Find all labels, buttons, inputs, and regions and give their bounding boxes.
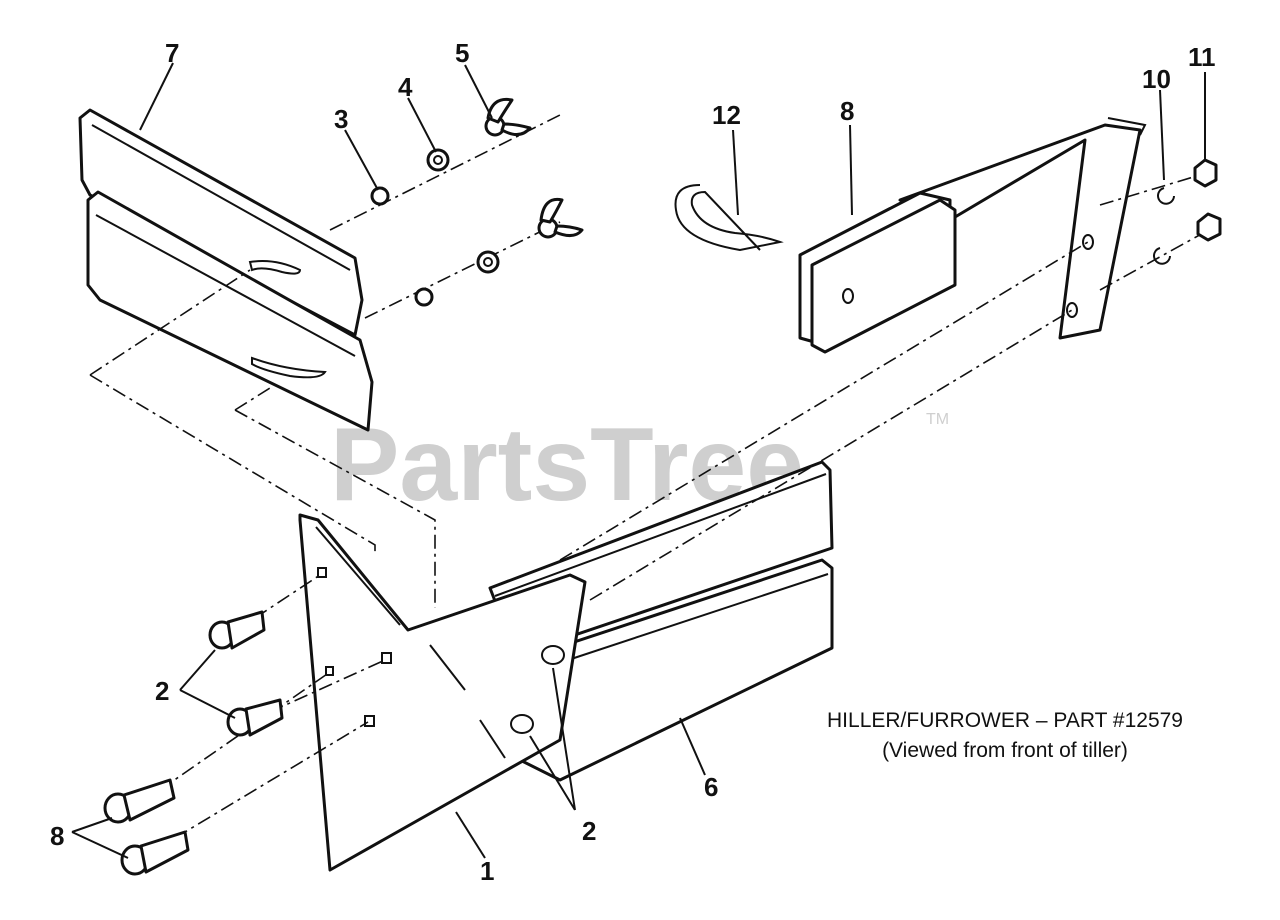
callout-5: 5 xyxy=(455,38,469,68)
callout-4: 4 xyxy=(398,72,413,102)
hardware-nuts-washers-wingnuts xyxy=(329,97,584,319)
leader-lines xyxy=(71,62,1206,859)
callout-1: 1 xyxy=(480,856,494,886)
callout-12: 12 xyxy=(712,100,741,130)
callout-9: 8 xyxy=(50,821,64,851)
callout-6: 6 xyxy=(704,772,718,802)
diagram-title: HILLER/FURROWER – PART #12579 xyxy=(827,709,1183,732)
assembly-lines xyxy=(89,241,1089,608)
callout-11: 11 xyxy=(1188,42,1216,72)
callout-2-left: 2 xyxy=(155,676,169,706)
bolts xyxy=(103,574,386,876)
callout-3: 3 xyxy=(334,104,348,134)
part-1-mounting-plate xyxy=(298,513,587,872)
callout-2-right: 2 xyxy=(582,816,596,846)
callout-7: 7 xyxy=(165,38,179,68)
callout-10: 10 xyxy=(1142,64,1171,94)
part-10-11-washers-nuts xyxy=(1099,158,1222,291)
watermark-trademark: TM xyxy=(926,411,949,428)
diagram-subtitle: (Viewed from front of tiller) xyxy=(882,739,1128,762)
callout-8: 8 xyxy=(840,96,854,126)
part-7-wing-plate xyxy=(78,108,374,432)
part-12-hairpin-clip xyxy=(674,184,784,252)
part-8-bracket-arm xyxy=(798,117,1147,354)
